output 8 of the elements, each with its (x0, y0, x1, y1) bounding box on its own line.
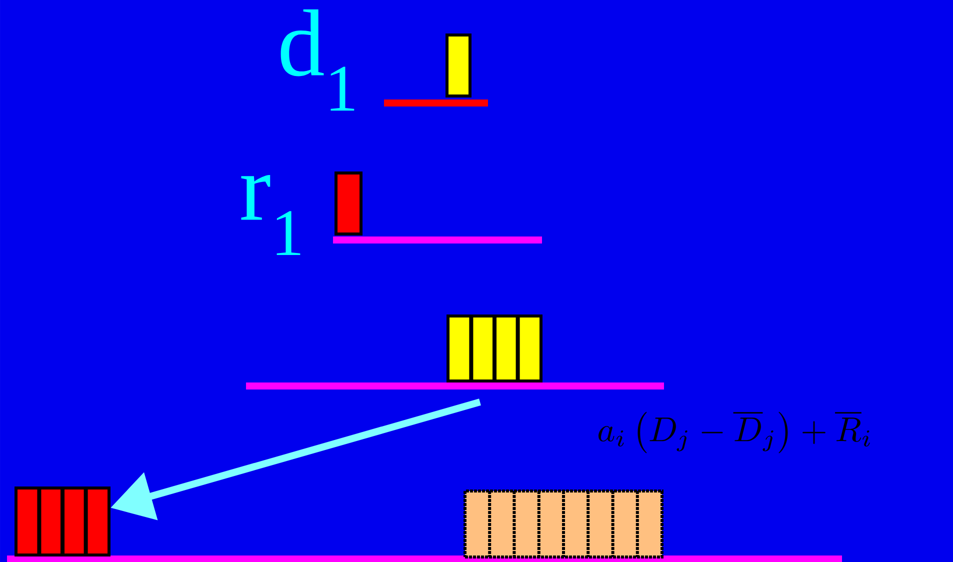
bar-group (334, 172, 362, 236)
variable-label: r$_{1}$ (241, 174, 300, 256)
bar-group (446, 314, 542, 382)
bar-group (464, 490, 664, 558)
variable-label: d$_{1}$ (280, 9, 354, 111)
formula: $a_i\left(D_j - \overline{D}_j\right) + \overline{R}_i$ (598, 412, 870, 454)
bar-group (446, 34, 472, 98)
bar-group (14, 486, 110, 556)
